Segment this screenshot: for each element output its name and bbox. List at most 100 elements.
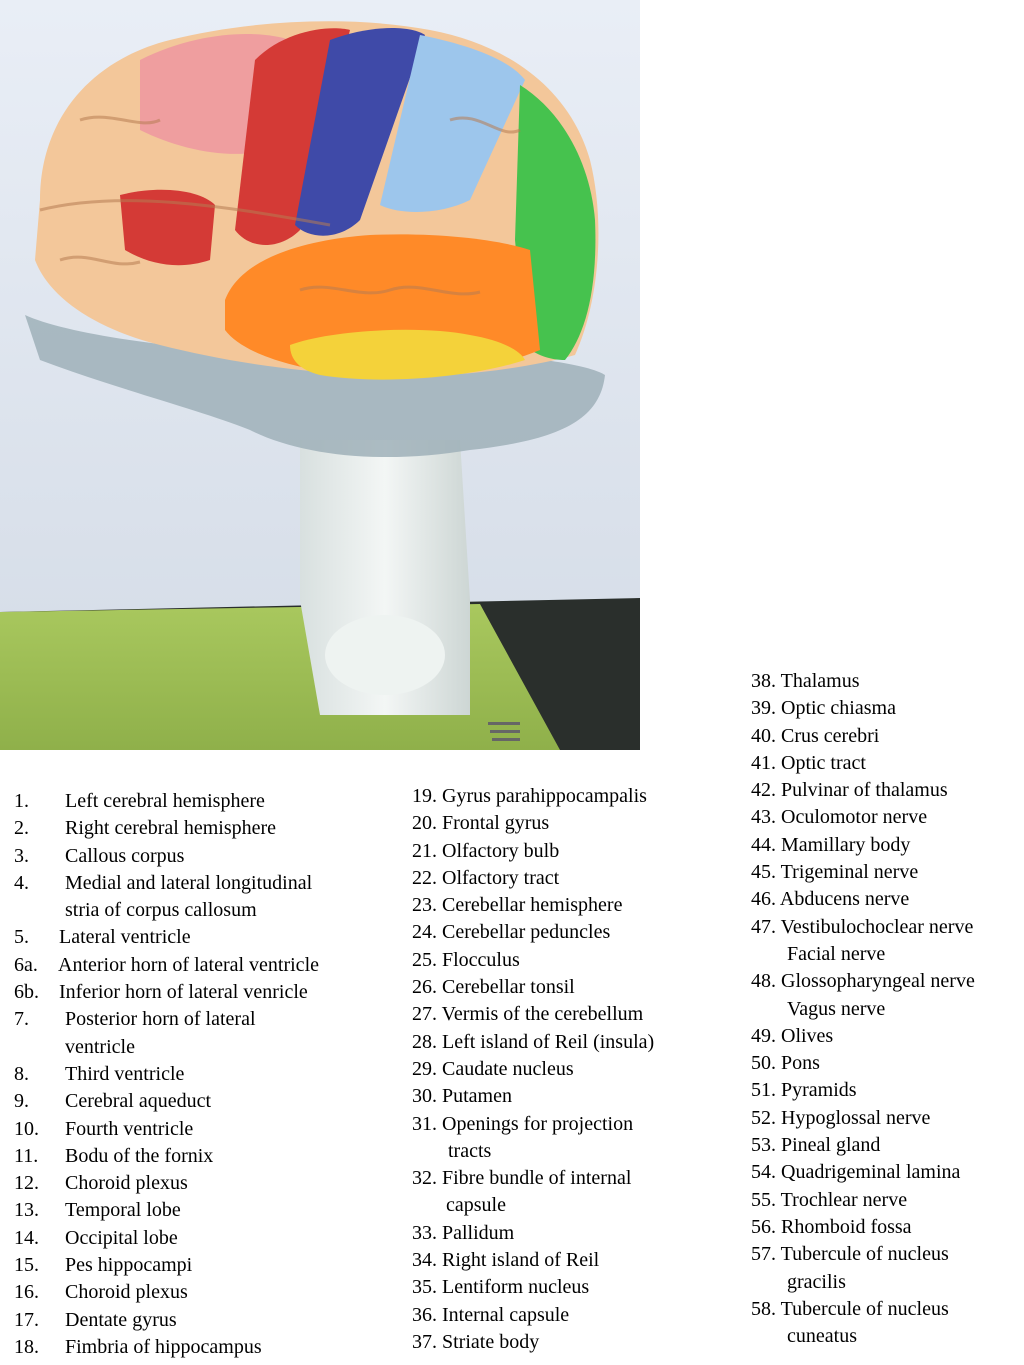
list-item: 40. Crus cerebri	[751, 724, 880, 747]
item-label: 58. Tubercule of nucleus	[751, 1297, 949, 1320]
item-label: Temporal lobe	[65, 1199, 181, 1222]
list-item: 20. Frontal gyrus	[412, 812, 550, 835]
list-item: 6a. Anterior horn of lateral ventricle	[14, 952, 384, 979]
item-label: Lateral ventricle	[59, 926, 191, 949]
item-label: 47. Vestibulochoclear nerve	[751, 915, 974, 938]
list-item: 39. Optic chiasma	[751, 697, 896, 720]
item-label: Fourth ventricle	[65, 1117, 194, 1140]
item-label: Bodu of the fornix	[65, 1144, 214, 1167]
item-label: 31. Openings for projection	[412, 1112, 634, 1135]
item-label: Right cerebral hemisphere	[65, 817, 277, 840]
list-item: 17. Dentate gyrus	[14, 1307, 384, 1334]
item-label: Choroid plexus	[65, 1172, 188, 1195]
item-label: Anterior horn of lateral ventricle	[58, 953, 319, 976]
list-item: 9. Cerebral aqueduct	[14, 1088, 384, 1115]
item-label: Inferior horn of lateral venricle	[59, 981, 308, 1004]
item-number: 18.	[14, 1335, 39, 1358]
item-number: 7.	[14, 1008, 29, 1031]
list-item: 5. Lateral ventricle	[14, 924, 384, 951]
item-label: 57. Tubercule of nucleus	[751, 1243, 949, 1266]
list-item: 46. Abducens nerve	[751, 888, 910, 911]
list-item: 49. Olives	[751, 1024, 834, 1047]
item-number: 5.	[14, 926, 29, 949]
list-item: 30. Putamen	[412, 1085, 512, 1108]
list-item: 42. Pulvinar of thalamus	[751, 779, 948, 802]
list-item: 43. Oculomotor nerve	[751, 806, 928, 829]
list-item: 26. Cerebellar tonsil	[412, 976, 575, 999]
list-item: 15. Pes hippocampi	[14, 1252, 384, 1279]
list-item: 41. Optic tract	[751, 751, 866, 774]
list-item: 52. Hypoglossal nerve	[751, 1106, 931, 1129]
list-item: 34. Right island of Reil	[412, 1249, 600, 1272]
item-number: 3.	[14, 844, 29, 867]
item-number: 6a.	[14, 953, 38, 976]
item-number: 13.	[14, 1199, 39, 1222]
item-label: Posterior horn of lateral	[65, 1008, 256, 1031]
list-item: 18.Fimbria of hippocampus	[14, 1334, 384, 1361]
item-number: 17.	[14, 1308, 39, 1331]
label-list-right: 38. Thalamus 39. Optic chiasma 40. Crus …	[751, 668, 1021, 1350]
list-item: 54. Quadrigeminal lamina	[751, 1161, 961, 1184]
item-number: 15.	[14, 1254, 39, 1277]
list-item: 8.Third ventricle	[14, 1061, 384, 1088]
item-label: Pes hippocampi	[65, 1254, 193, 1277]
list-item: 21. Olfactory bulb	[412, 839, 560, 862]
list-item: 1. Left cerebral hemisphere	[14, 788, 384, 815]
list-item: 56. Rhomboid fossa	[751, 1215, 912, 1238]
item-label: Cerebral aqueduct	[65, 1090, 212, 1113]
list-item: 23. Cerebellar hemisphere	[412, 894, 623, 917]
label-list-left: 1. Left cerebral hemisphere 2. Right cereb…	[14, 788, 384, 1361]
brain-model-photo	[0, 0, 640, 750]
list-item: 51. Pyramids	[751, 1079, 857, 1102]
item-number: 2.	[14, 817, 29, 840]
item-label: Callous corpus	[65, 844, 185, 867]
list-item: 25. Flocculus	[412, 948, 520, 971]
item-label-continued: cuneatus	[787, 1325, 857, 1348]
list-item: 50. Pons	[751, 1052, 820, 1075]
item-label: Medial and lateral longitudinal	[65, 871, 313, 894]
list-item: 37. Striate body	[412, 1330, 540, 1353]
list-item: 57. Tubercule of nucleus gracilis	[751, 1241, 1021, 1296]
item-label: 32. Fibre bundle of internal	[412, 1167, 632, 1190]
list-item: 14. Occipital lobe	[14, 1225, 384, 1252]
list-item: 35. Lentiform nucleus	[412, 1276, 590, 1299]
item-label: Left cerebral hemisphere	[65, 790, 265, 812]
list-item: 55. Trochlear nerve	[751, 1188, 908, 1211]
brain-model-icon	[0, 0, 640, 750]
item-number: 8.	[14, 1062, 29, 1085]
item-number: 4.	[14, 871, 29, 894]
item-label-continued: Vagus nerve	[787, 997, 886, 1020]
list-item: 11.Bodu of the fornix	[14, 1143, 384, 1170]
list-item: 19. Gyrus parahippocampalis	[412, 785, 647, 807]
item-number: 1.	[14, 790, 29, 812]
item-number: 6b.	[14, 981, 39, 1004]
list-item: 16.Choroid plexus	[14, 1279, 384, 1306]
item-number: 14.	[14, 1226, 39, 1249]
list-item: 6b. Inferior horn of lateral venricle	[14, 979, 384, 1006]
label-list-middle: 19. Gyrus parahippocampalis 20. Frontal …	[412, 783, 712, 1356]
list-item: 12.Choroid plexus	[14, 1170, 384, 1197]
item-number: 16.	[14, 1281, 39, 1304]
list-item: 45. Trigeminal nerve	[751, 861, 919, 884]
list-item: 3. Callous corpus	[14, 843, 384, 870]
item-label-continued: gracilis	[787, 1270, 846, 1293]
list-item: 10.Fourth ventricle	[14, 1116, 384, 1143]
list-item: 53. Pineal gland	[751, 1134, 881, 1157]
list-item: 13. Temporal lobe	[14, 1197, 384, 1224]
list-item: 36. Internal capsule	[412, 1303, 570, 1326]
item-label: Dentate gyrus	[65, 1308, 177, 1331]
item-number: 9.	[14, 1090, 29, 1113]
list-item: 2. Right cerebral hemisphere	[14, 815, 384, 842]
list-item: 29. Caudate nucleus	[412, 1057, 574, 1080]
list-item: 28. Left island of Reil (insula)	[412, 1030, 655, 1053]
list-item: 27. Vermis of the cerebellum	[412, 1003, 644, 1026]
item-label: Occipital lobe	[65, 1226, 178, 1249]
list-item: 38. Thalamus	[751, 670, 860, 692]
list-item: 33. Pallidum	[412, 1221, 515, 1244]
